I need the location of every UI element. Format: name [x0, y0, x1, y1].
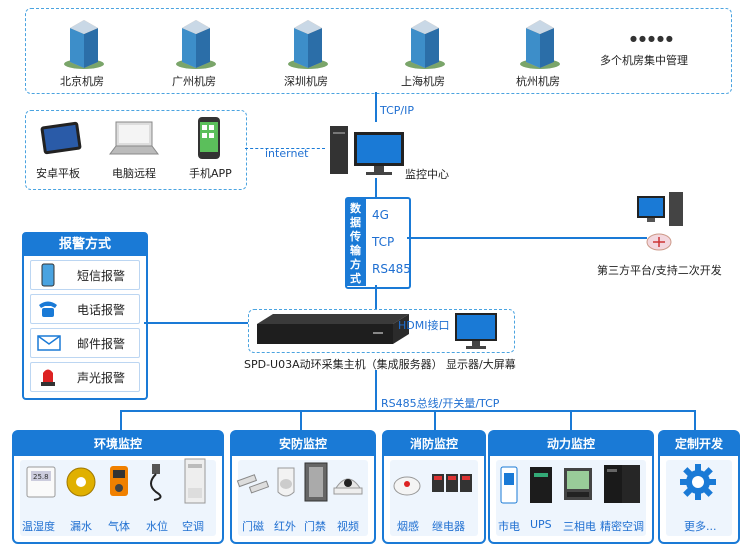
telephone-icon [39, 301, 57, 317]
alarm-item-sms: 短信报警 [30, 260, 140, 290]
security-item-infrared: 红外 [274, 520, 296, 533]
device-label-tablet: 安卓平板 [36, 167, 80, 180]
power-item-precision-ac: 精密空调 [600, 520, 644, 533]
collection-host-device-icon [257, 314, 409, 344]
datacenter-group [25, 8, 732, 94]
fire-item-relay: 继电器 [432, 520, 465, 533]
transfer-option-4g: 4G [372, 208, 389, 222]
env-item-temp-humidity: 温湿度 [22, 520, 55, 533]
env-item-water-level: 水位 [146, 520, 168, 533]
bus-horizontal [120, 410, 694, 412]
connector-transfer-host [375, 285, 377, 309]
camera-icon [333, 478, 363, 495]
alarm-item-siren: 声光报警 [30, 362, 140, 392]
city-label-shenzhen: 深圳机房 [284, 75, 328, 88]
ups-icon [530, 467, 552, 503]
city-label-guangzhou: 广州机房 [172, 75, 216, 88]
device-label-app: 手机APP [189, 167, 232, 180]
access-control-icon [304, 462, 328, 502]
connector-top [375, 92, 377, 122]
infrared-sensor-icon [277, 467, 295, 497]
building-icon [176, 20, 216, 69]
bus-drop-power [570, 410, 572, 430]
security-item-access: 门禁 [304, 520, 326, 533]
relay-icon [432, 474, 472, 492]
mail-icon [37, 335, 61, 351]
water-leak-sensor-icon [66, 467, 96, 497]
custom-item-more: 更多... [684, 520, 717, 533]
power-item-ups: UPS [530, 518, 552, 531]
third-party-server-icon [637, 192, 683, 251]
building-icon [520, 20, 560, 69]
phone-icon [41, 263, 55, 287]
mains-power-meter-icon [500, 466, 518, 504]
bus-drop-security [300, 410, 302, 430]
building-icon [405, 20, 445, 69]
security-item-door-magnet: 门磁 [242, 520, 264, 533]
env-item-water-leak: 漏水 [70, 520, 92, 533]
category-security: 安防监控 [230, 430, 376, 544]
precision-ac-icon [604, 465, 640, 503]
temperature-humidity-sensor-icon: 25.8 [26, 466, 56, 498]
building-icon [288, 20, 328, 69]
internet-connector [245, 148, 325, 149]
city-label-beijing: 北京机房 [60, 75, 104, 88]
tcpip-label: TCP/IP [380, 104, 414, 117]
connector-center-transfer [375, 178, 377, 198]
alarm-title: 报警方式 [24, 234, 146, 256]
monitor-center-computer-icon [330, 126, 404, 175]
three-phase-meter-icon [564, 468, 592, 500]
transfer-option-rs485: RS485 [372, 262, 411, 276]
power-item-three-phase: 三相电 [563, 520, 596, 533]
monitor-center-label: 监控中心 [405, 168, 449, 181]
bus-label: RS485总线/开关量/TCP [381, 397, 500, 410]
city-label-hangzhou: 杭州机房 [516, 75, 560, 88]
display-label: 显示器/大屏幕 [446, 358, 516, 371]
host-label: SPD-U03A动环采集主机（集成服务器） [244, 358, 443, 371]
alarm-methods-box: 报警方式 短信报警 电话报警 邮件报警 声光报警 [22, 232, 148, 400]
water-level-sensor-icon [150, 464, 162, 501]
third-party-label: 第三方平台/支持二次开发 [597, 264, 722, 277]
ellipsis-dots: ●●●●● [630, 34, 675, 43]
env-item-gas: 气体 [108, 520, 130, 533]
laptop-icon [109, 121, 159, 155]
siren-icon [41, 369, 55, 386]
power-item-mains: 市电 [498, 520, 520, 533]
env-item-ac: 空调 [182, 520, 204, 533]
svg-text:25.8: 25.8 [33, 473, 49, 481]
bus-drop-custom [694, 410, 696, 430]
connector-alarm-host [144, 322, 252, 324]
door-magnet-icon [236, 474, 270, 494]
gas-detector-icon [110, 466, 128, 496]
security-item-video: 视频 [337, 520, 359, 533]
hdmi-label: HDMI接口 [398, 319, 450, 332]
tablet-icon [40, 121, 82, 155]
display-screen-icon [455, 313, 497, 349]
bus-drop-env [120, 410, 122, 430]
building-icon [64, 20, 104, 69]
gear-icon [680, 464, 716, 500]
air-conditioner-icon [184, 458, 206, 504]
alarm-item-call: 电话报警 [30, 294, 140, 324]
bus-drop-fire [434, 410, 436, 430]
smartphone-icon [198, 117, 220, 159]
connector-third-party [407, 237, 647, 239]
data-transfer-title: 数 据 传 输 方 式 [346, 198, 366, 286]
smoke-detector-icon [393, 476, 421, 496]
city-label-shanghai: 上海机房 [401, 75, 445, 88]
alarm-item-email: 邮件报警 [30, 328, 140, 358]
internet-label: internet [265, 147, 309, 160]
fire-item-smoke: 烟感 [397, 520, 419, 533]
multi-room-label: 多个机房集中管理 [600, 54, 688, 67]
connector-host-bus [375, 370, 377, 410]
transfer-option-tcp: TCP [372, 235, 395, 249]
device-label-laptop: 电脑远程 [112, 167, 156, 180]
